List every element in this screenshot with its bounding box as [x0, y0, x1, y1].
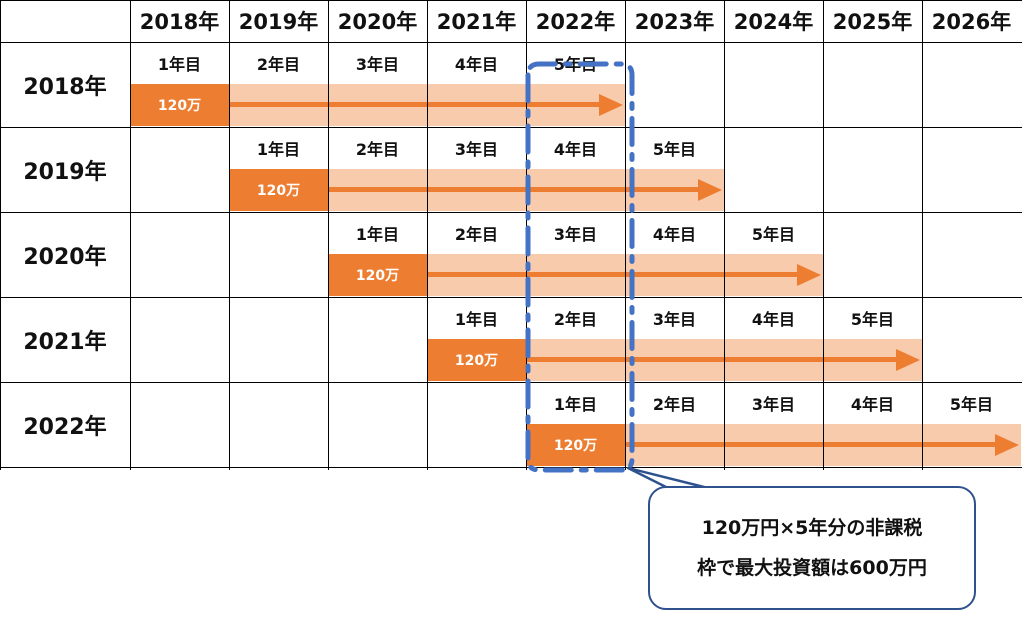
arrow-head	[698, 179, 722, 201]
grid-line-horizontal	[0, 212, 1022, 213]
year-count-label: 5年目	[652, 140, 697, 159]
grid-line-vertical	[823, 0, 824, 470]
grid-line-vertical	[922, 0, 923, 470]
arrow-shaft	[625, 442, 997, 447]
arrow-shaft	[229, 102, 601, 107]
year-count-label: 4年目	[652, 225, 697, 244]
year-count-label: 5年目	[949, 395, 994, 414]
duration-arrow	[625, 424, 1019, 466]
year-count-label: 4年目	[553, 140, 598, 159]
grid-line-vertical	[328, 0, 329, 470]
column-header: 2018年	[139, 10, 220, 34]
amount-box: 120万	[229, 169, 328, 211]
year-count-label: 4年目	[751, 310, 796, 329]
year-count-label: 3年目	[751, 395, 796, 414]
grid-line-horizontal	[0, 0, 1022, 1]
amount-box: 120万	[130, 84, 229, 126]
amount-box: 120万	[328, 254, 427, 296]
column-header: 2024年	[733, 10, 814, 34]
grid-line-vertical	[0, 0, 1, 470]
year-count-label: 2年目	[454, 225, 499, 244]
grid-line-vertical	[130, 0, 131, 470]
year-count-label: 3年目	[454, 140, 499, 159]
arrow-head	[797, 264, 821, 286]
grid-line-horizontal	[0, 127, 1022, 128]
row-label: 2022年	[23, 414, 107, 440]
year-count-label: 1年目	[454, 310, 499, 329]
row-label: 2021年	[23, 329, 107, 355]
grid-line-vertical	[229, 0, 230, 470]
row-label: 2018年	[23, 74, 107, 100]
column-header: 2023年	[634, 10, 715, 34]
column-header: 2025年	[832, 10, 913, 34]
year-count-label: 2年目	[553, 310, 598, 329]
year-count-label: 1年目	[256, 140, 301, 159]
year-count-label: 3年目	[652, 310, 697, 329]
amount-box: 120万	[526, 424, 625, 466]
arrow-head	[995, 434, 1019, 456]
year-count-label: 2年目	[256, 55, 301, 74]
column-header: 2022年	[535, 10, 616, 34]
grid-line-horizontal	[0, 467, 1022, 468]
grid-line-horizontal	[0, 297, 1022, 298]
duration-arrow	[328, 169, 722, 211]
highlight-dashed-outline	[525, 61, 635, 473]
year-count-label: 5年目	[751, 225, 796, 244]
column-header: 2021年	[436, 10, 517, 34]
grid-line-vertical	[724, 0, 725, 470]
callout-line-2: 枠で最大投資額は600万円	[697, 557, 927, 579]
row-label: 2020年	[23, 244, 107, 270]
grid-line-vertical	[427, 0, 428, 470]
arrow-shaft	[427, 272, 799, 277]
grid-line-horizontal	[0, 382, 1022, 383]
row-label: 2019年	[23, 159, 107, 185]
amount-box: 120万	[427, 339, 526, 381]
callout-box: 120万円×5年分の非課税 枠で最大投資額は600万円	[648, 486, 976, 610]
year-count-label: 2年目	[355, 140, 400, 159]
year-count-label: 2年目	[652, 395, 697, 414]
year-count-label: 5年目	[553, 55, 598, 74]
duration-arrow	[526, 339, 920, 381]
arrow-shaft	[526, 357, 898, 362]
year-count-label: 5年目	[850, 310, 895, 329]
duration-arrow	[427, 254, 821, 296]
grid-line-horizontal	[0, 42, 1022, 43]
arrow-head	[896, 349, 920, 371]
year-count-label: 1年目	[355, 225, 400, 244]
column-header: 2026年	[931, 10, 1012, 34]
arrow-head	[599, 94, 623, 116]
year-count-label: 3年目	[553, 225, 598, 244]
column-header: 2019年	[238, 10, 319, 34]
column-header: 2020年	[337, 10, 418, 34]
year-count-label: 3年目	[355, 55, 400, 74]
callout-line-1: 120万円×5年分の非課税	[701, 517, 923, 539]
year-count-label: 1年目	[553, 395, 598, 414]
year-count-label: 4年目	[850, 395, 895, 414]
year-count-label: 4年目	[454, 55, 499, 74]
grid-line-vertical	[625, 0, 626, 470]
year-count-label: 1年目	[157, 55, 202, 74]
arrow-shaft	[328, 187, 700, 192]
duration-arrow	[229, 84, 623, 126]
